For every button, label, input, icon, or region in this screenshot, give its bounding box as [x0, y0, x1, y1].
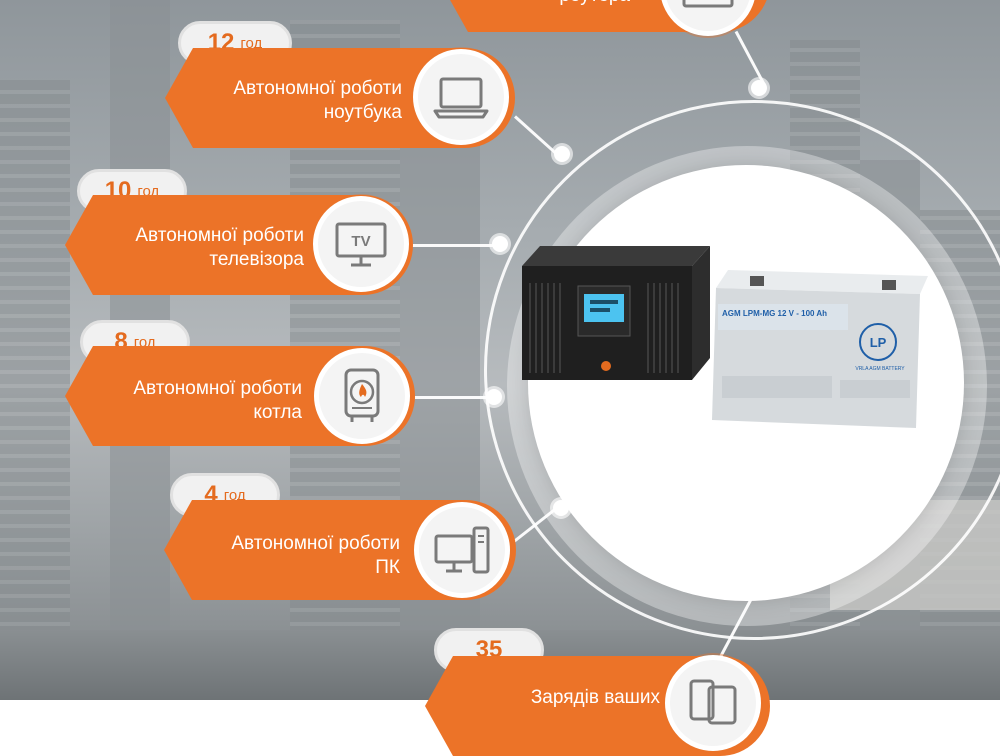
tv-line1: Автономної роботи [135, 225, 304, 246]
laptop-icon-circle [413, 49, 509, 145]
phone-icon-circle [665, 655, 761, 751]
laptop-icon [433, 77, 489, 119]
boiler-icon [344, 368, 380, 422]
tv-line2: телевізора [209, 249, 304, 270]
boiler-icon-circle [314, 348, 410, 444]
node-tv [492, 236, 508, 252]
boiler-line2: котла [253, 402, 302, 423]
router-icon [682, 0, 734, 8]
laptop-label: Автономної роботи ноутбука [190, 77, 402, 125]
laptop-unit: год [240, 34, 263, 52]
pc-line2: ПК [375, 557, 400, 578]
pc-icon-circle [414, 502, 510, 598]
tv-icon-text: TV [351, 233, 370, 250]
pc-unit: год [223, 486, 246, 504]
boiler-label: Автономної роботи котла [88, 377, 302, 425]
router-label: роутера [470, 0, 630, 8]
pc-label: Автономної роботи ПК [188, 532, 400, 580]
tv-label: Автономної роботи телевізора [88, 224, 304, 272]
inverter-image [520, 238, 710, 380]
battery-brand: LP [870, 335, 887, 350]
laptop-line2: ноутбука [323, 102, 402, 123]
boiler-line1: Автономної роботи [133, 378, 302, 399]
pc-line1: Автономної роботи [231, 533, 400, 554]
phone-tablet-icon [689, 679, 737, 725]
laptop-line1: Автономної роботи [233, 78, 402, 99]
battery-sub: VRLA AGM BATTERY [855, 366, 905, 372]
tv-icon: TV [335, 222, 387, 267]
node-router [751, 80, 767, 96]
battery-image: AGM LPM-MG 12 V - 100 Ah LP VRLA AGM BAT… [710, 270, 928, 428]
node-boiler [486, 389, 502, 405]
phone-line1: Зарядів ваших [530, 687, 660, 708]
node-laptop [554, 146, 570, 162]
pc-icon [434, 526, 490, 574]
phone-label: Зарядів ваших [450, 686, 660, 710]
orbit-ring [484, 100, 1000, 640]
battery-model: AGM LPM-MG 12 V - 100 Ah [722, 309, 827, 318]
node-pc [553, 500, 569, 516]
connector-tv [410, 244, 500, 247]
connector-boiler [415, 396, 493, 399]
tv-icon-circle: TV [313, 196, 409, 292]
node-phone [749, 567, 765, 583]
